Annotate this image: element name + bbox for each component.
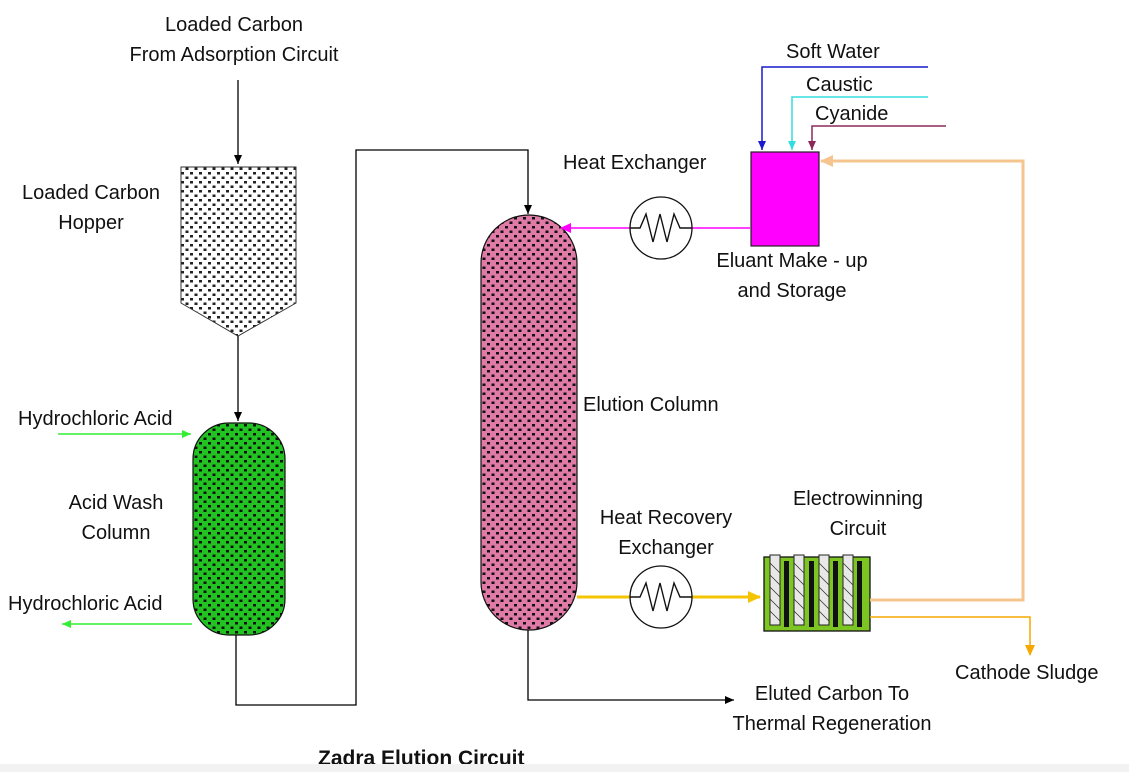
acid-wash-label: Acid Wash Column: [40, 488, 192, 548]
loaded-carbon-label-line2: From Adsorption Circuit: [129, 44, 339, 66]
heat-exchanger-icon: [629, 196, 693, 260]
acid-wash-label-line1: Acid Wash: [68, 492, 164, 514]
eluted-carbon-line: [527, 630, 734, 704]
hopper-label-line1: Loaded Carbon: [22, 182, 160, 204]
elution-column: [480, 214, 578, 631]
acid-wash-to-elution-line: [235, 149, 532, 706]
eluant-storage-label: Eluant Make - up and Storage: [697, 246, 887, 306]
heat-exchanger-label: Heat Exchanger: [563, 152, 707, 174]
loaded-carbon-label-line1: Loaded Carbon: [165, 14, 303, 36]
eluant-storage-tank: [750, 151, 820, 247]
electrowinning-label-line2: Circuit: [829, 518, 887, 540]
eluted-carbon-label-line2: Thermal Regeneration: [732, 713, 932, 735]
cyanide-line: [808, 125, 946, 150]
electrowinning-label-line1: Electrowinning: [792, 488, 924, 510]
caustic-line: [788, 96, 928, 150]
cathode-sludge-line: [870, 616, 1035, 656]
heat-recovery-label-line1: Heat Recovery: [599, 507, 733, 529]
electrowinning-cell: [763, 554, 871, 632]
acid-wash-label-line2: Column: [81, 522, 151, 544]
loaded-carbon-feed-label: Loaded Carbon From Adsorption Circuit: [94, 10, 374, 70]
heat-recovery-label: Heat Recovery Exchanger: [583, 503, 749, 563]
caustic-label: Caustic: [806, 74, 873, 96]
loaded-carbon-hopper: [180, 166, 297, 337]
return-to-tank-line: [820, 155, 1025, 602]
hcl-out-label: Hydrochloric Acid: [8, 593, 163, 615]
cathode-sludge-label: Cathode Sludge: [955, 662, 1099, 684]
eluted-carbon-label: Eluted Carbon To Thermal Regeneration: [712, 679, 952, 739]
elution-column-label: Elution Column: [583, 394, 719, 416]
eluant-storage-label-line1: Eluant Make - up: [716, 250, 868, 272]
eluted-carbon-label-line1: Eluted Carbon To: [754, 683, 910, 705]
bottom-strip: [0, 764, 1129, 772]
heat-recovery-label-line2: Exchanger: [618, 537, 714, 559]
cyanide-label: Cyanide: [815, 103, 889, 125]
acid-wash-column: [192, 422, 286, 636]
electrowinning-label: Electrowinning Circuit: [770, 484, 946, 544]
heat-recovery-exchanger-icon: [629, 565, 693, 629]
eluant-storage-label-line2: and Storage: [737, 280, 847, 302]
hopper-label-line2: Hopper: [58, 212, 124, 234]
hcl-in-label: Hydrochloric Acid: [18, 408, 173, 430]
hopper-label: Loaded Carbon Hopper: [8, 178, 174, 238]
soft-water-line: [758, 66, 928, 150]
soft-water-label: Soft Water: [786, 41, 880, 63]
